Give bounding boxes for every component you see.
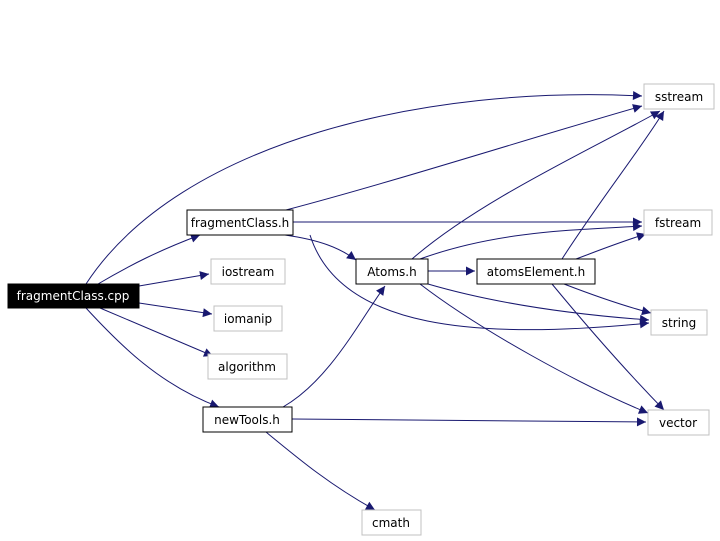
edge-atomselement-h-to-string: [563, 283, 652, 316]
node-label: iostream: [222, 265, 275, 279]
edge-atoms-h-to-vector: [419, 283, 649, 414]
node-label: iomanip: [224, 312, 272, 326]
edge-fragmentclass-cpp-to-iomanip: [138, 302, 213, 318]
edge-fragmentclass-h-to-string: [309, 234, 650, 331]
node-box: [643, 209, 713, 236]
edge-atoms-h-to-sstream: [411, 110, 661, 260]
node-algorithm[interactable]: algorithm: [207, 353, 288, 380]
edge-fragmentclass-h-to-sstream: [285, 104, 643, 211]
node-box: [355, 258, 429, 285]
node-label: string: [662, 316, 696, 330]
nodes-layer: fragmentClass.cpp fragmentClass.h iostre…: [7, 83, 715, 536]
edge-fragmentclass-cpp-to-newtools-h: [85, 307, 220, 409]
node-label: fstream: [655, 216, 701, 230]
node-fragmentclass-h[interactable]: fragmentClass.h: [186, 209, 294, 236]
node-box: [202, 406, 293, 433]
edges-layer: [85, 91, 665, 511]
node-box: [213, 305, 283, 332]
node-label: newTools.h: [214, 413, 280, 427]
node-label: sstream: [655, 90, 703, 104]
node-label: algorithm: [218, 360, 276, 374]
edge-newtools-h-to-atoms-h: [282, 285, 386, 408]
edge-atomselement-h-to-sstream: [561, 110, 665, 260]
edge-fragmentclass-h-to-atoms-h: [284, 234, 357, 261]
edge-fragmentclass-cpp-to-fragmentclass-h: [97, 233, 201, 285]
node-iostream[interactable]: iostream: [210, 258, 286, 285]
node-atoms-h[interactable]: Atoms.h: [355, 258, 429, 285]
node-string[interactable]: string: [650, 309, 708, 336]
node-cmath[interactable]: cmath: [361, 509, 422, 536]
node-box: [186, 209, 294, 236]
edge-fragmentclass-cpp-to-algorithm: [99, 307, 214, 357]
node-box: [647, 409, 710, 436]
edge-fragmentclass-cpp-to-iostream: [138, 271, 210, 287]
node-label: vector: [659, 416, 697, 430]
node-vector[interactable]: vector: [647, 409, 710, 436]
node-atomselement-h[interactable]: atomsElement.h: [476, 258, 596, 285]
node-fstream[interactable]: fstream: [643, 209, 713, 236]
node-label: fragmentClass.cpp: [17, 289, 130, 303]
edge-atomselement-h-to-fstream: [575, 232, 647, 260]
node-box: [361, 509, 422, 536]
node-box: [7, 283, 140, 309]
node-label: atomsElement.h: [487, 265, 585, 279]
node-label: Atoms.h: [367, 265, 416, 279]
node-box: [650, 309, 708, 336]
edge-atomselement-h-to-vector: [551, 283, 665, 411]
node-box: [476, 258, 596, 285]
node-iomanip[interactable]: iomanip: [213, 305, 283, 332]
node-sstream[interactable]: sstream: [643, 83, 715, 110]
node-box: [210, 258, 286, 285]
node-box: [643, 83, 715, 110]
node-newtools-h[interactable]: newTools.h: [202, 406, 293, 433]
node-label: fragmentClass.h: [191, 216, 290, 230]
edge-newtools-h-to-cmath: [265, 431, 376, 511]
edge-atoms-h-to-fstream: [419, 222, 643, 260]
node-label: cmath: [372, 516, 410, 530]
node-fragmentclass-cpp[interactable]: fragmentClass.cpp: [7, 283, 140, 309]
node-box: [207, 353, 288, 380]
edge-newtools-h-to-vector: [291, 417, 647, 427]
edge-atoms-h-to-string: [427, 283, 650, 324]
edge-fragmentclass-cpp-to-sstream: [85, 91, 643, 285]
